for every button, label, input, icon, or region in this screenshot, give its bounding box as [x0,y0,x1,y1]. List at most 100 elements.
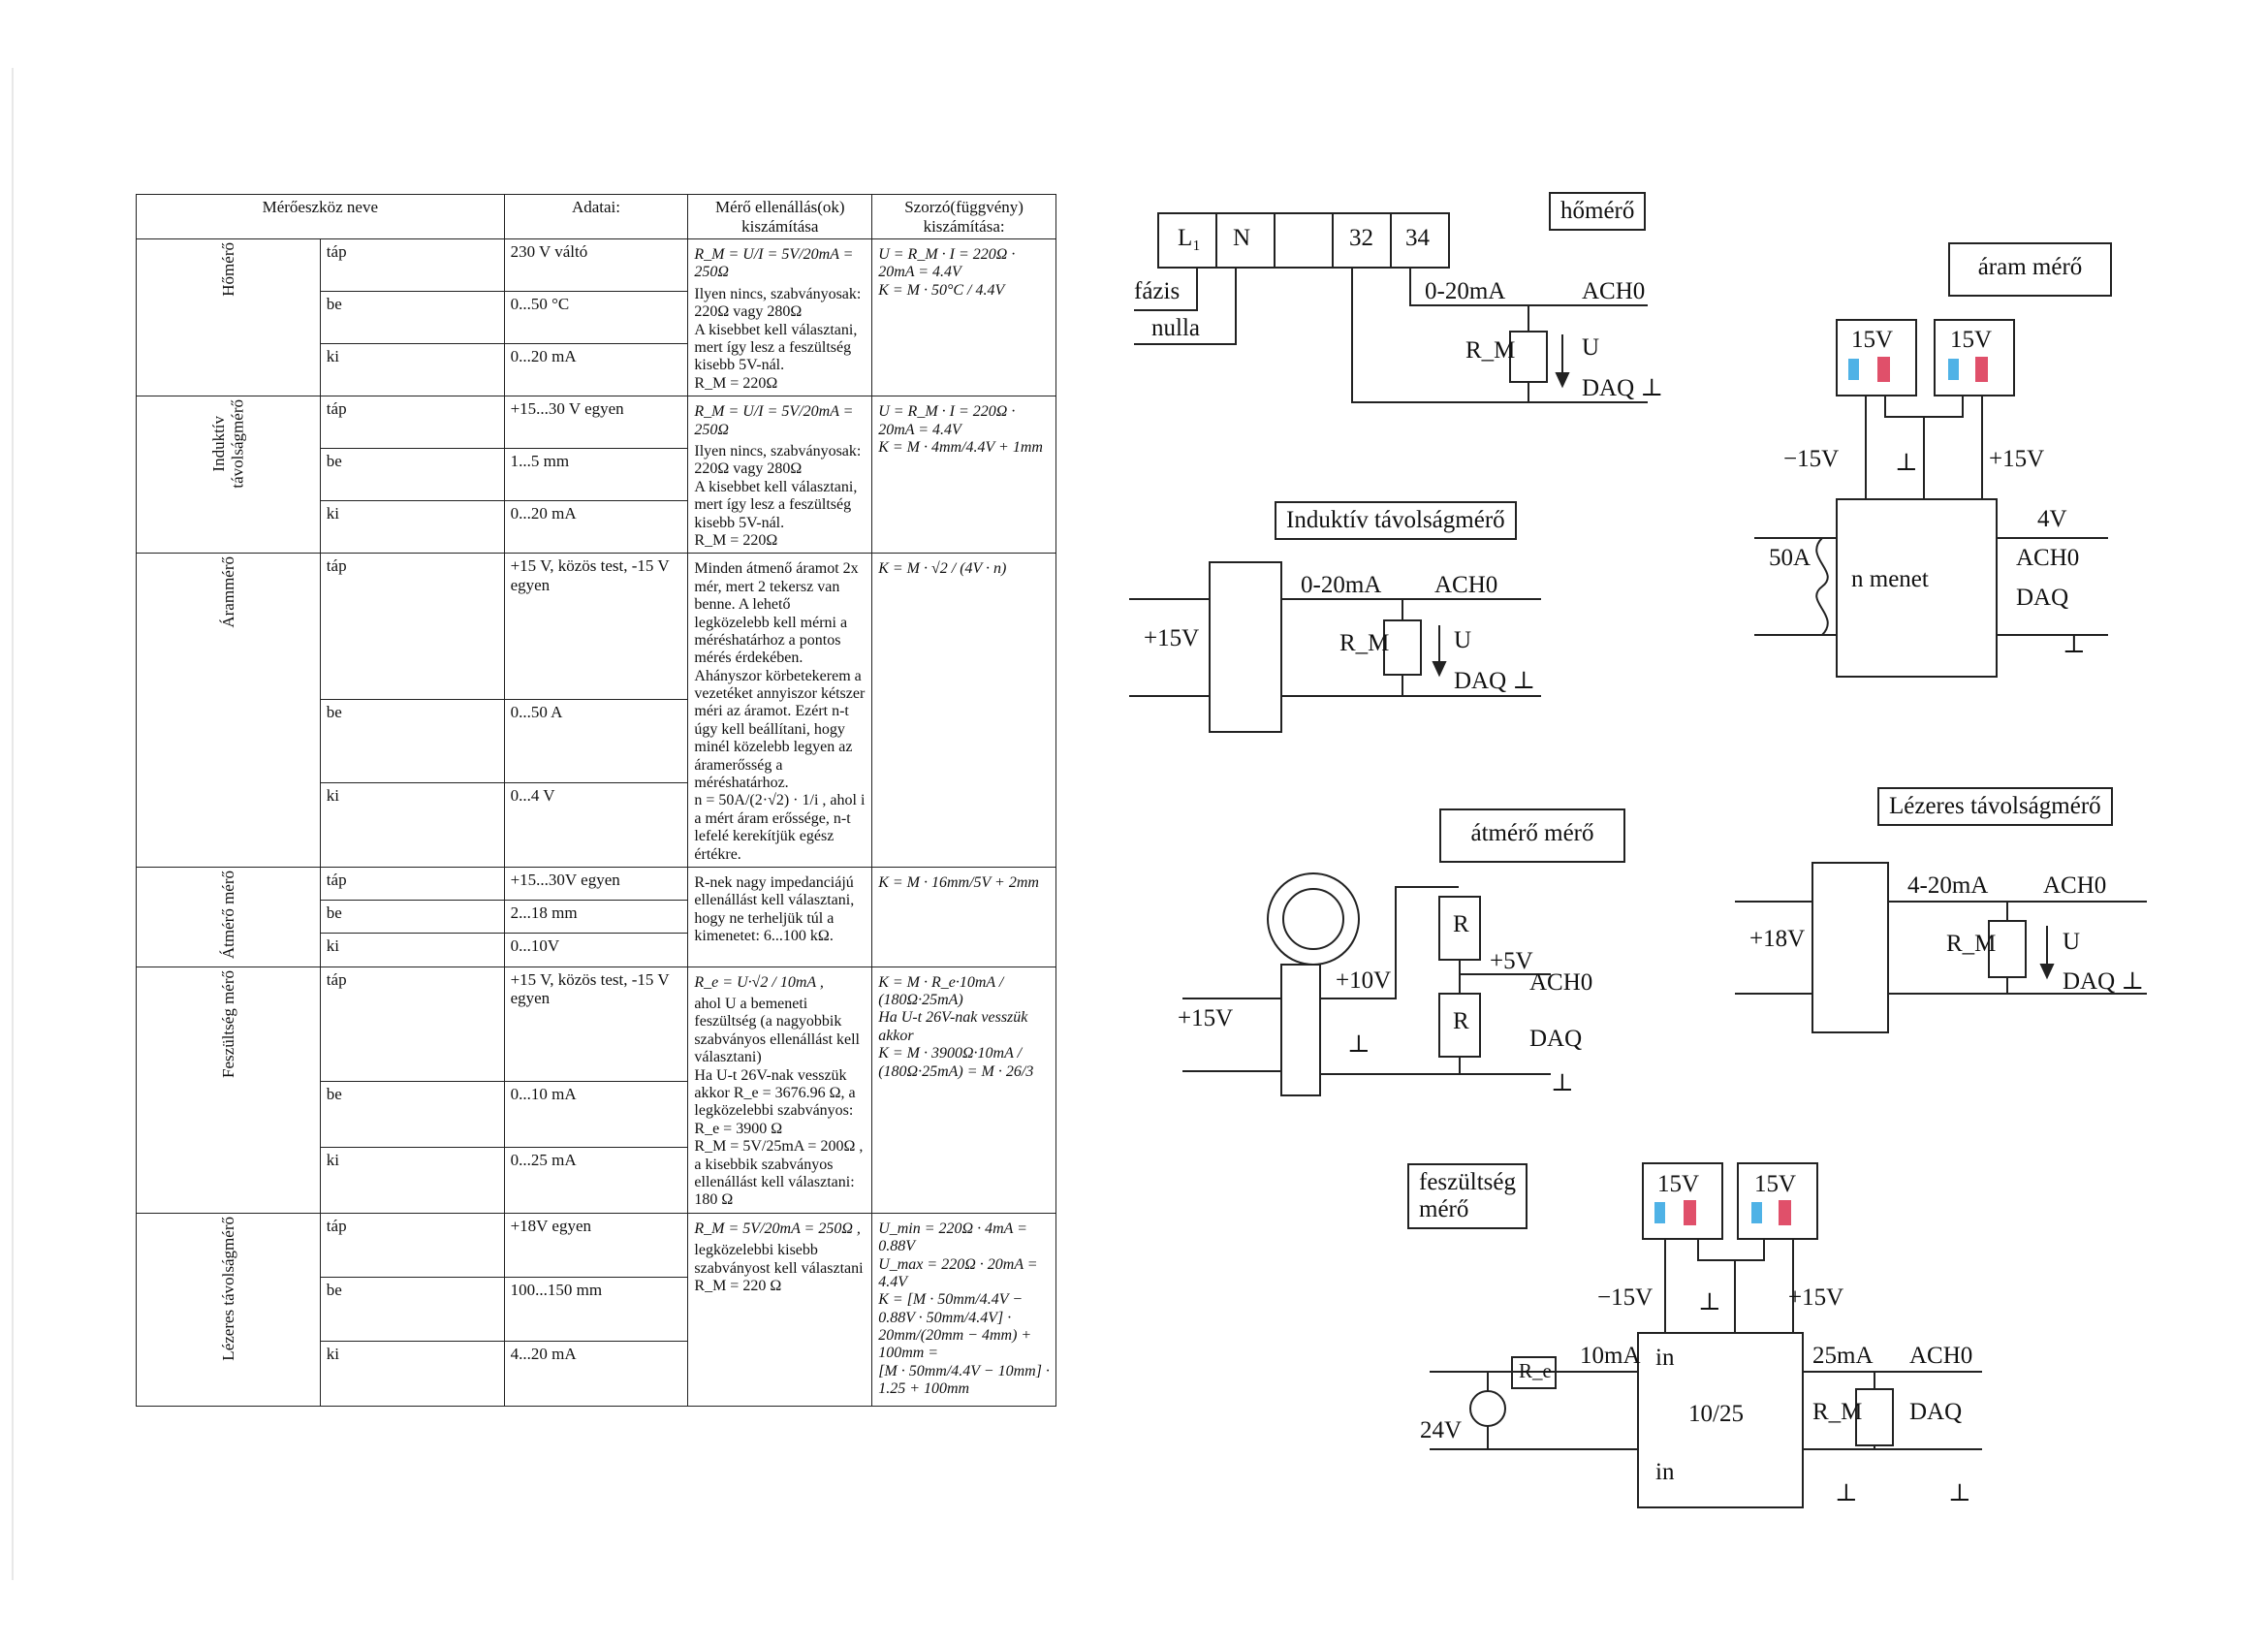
induktiv-daq: DAQ ⊥ [1454,668,1535,694]
io-type: ki [319,343,505,397]
multiplier-cell: U = R_M · I = 220Ω · 20mA = 4.4V K = M ·… [871,396,1056,555]
io-type: ki [319,933,505,967]
resistor-calc-cell: R-nek nagy impedanciájú ellenállást kell… [687,866,873,967]
aram-out3: DAQ [2016,585,2069,611]
atmero-title: átmérő mérő [1439,808,1625,863]
fesz-out-ma: 25mA [1812,1343,1874,1369]
lezer-sup: +18V [1749,926,1806,952]
fesz-neg: −15V [1597,1284,1654,1311]
lezer-title: Lézeres távolságmérő [1877,787,2113,826]
io-value: 0...10V [503,933,689,967]
aram-gnd2: ⊥ [2063,632,2086,658]
multiplier-formula: U = R_M · I = 220Ω · 20mA = 4.4V K = M ·… [878,403,1043,456]
atmero-sup: +15V [1178,1005,1234,1031]
table-header-row: Mérőeszköz neve Adatai: Mérő ellenállás(… [136,193,1056,240]
io-value: 0...20 mA [503,343,689,397]
io-type: be [319,1277,505,1343]
io-type: be [319,1080,505,1148]
device-name-cell: Lézeres távolságmérő [136,1212,321,1407]
fesz-pos: +15V [1788,1284,1844,1311]
resistor-text: Ilyen nincs, szabványosak: 220Ω vagy 280… [694,285,862,392]
resistor-calc-cell: R_e = U·√2 / 10mA ,ahol U a bemeneti fes… [687,966,873,1214]
io-type: be [319,291,505,345]
multiplier-formula: U = R_M · I = 220Ω · 20mA = 4.4V K = M ·… [878,246,1016,299]
atmero-r2: R [1453,1008,1469,1034]
induktiv-out: 0-20mA [1301,572,1382,598]
terminal-32: 32 [1349,225,1373,251]
resistor-text: Minden átmenő áramot 2x mér, mert 2 teke… [694,560,866,863]
io-type: táp [319,396,505,450]
terminal-l1: L₁ [1178,225,1201,251]
terminal-34: 34 [1405,225,1430,251]
fesz-sup1: 15V [1657,1171,1700,1197]
device-name: Induktív távolságmérő [208,399,247,489]
homero-faz: fázis [1134,278,1181,304]
io-type: ki [319,1341,505,1407]
multiplier-cell: U = R_M · I = 220Ω · 20mA = 4.4V K = M ·… [871,238,1056,397]
homero-rm: R_M [1465,337,1516,364]
lezer-daq: DAQ ⊥ [2063,968,2144,995]
device-name: Lézeres távolságmérő [218,1216,237,1361]
scan-edge [12,68,14,1580]
multiplier-cell: K = M · R_e·10mA / (180Ω·25mA) Ha U-t 26… [871,966,1056,1214]
io-value: +15...30 V egyen [503,396,689,450]
resistor-calc-cell: R_M = 5V/20mA = 250Ω ,legközelebbi kiseb… [687,1212,873,1407]
fesz-in-ma: 10mA [1580,1343,1641,1369]
header-multiplier: Szorzó(függvény) kiszámítása: [871,193,1056,240]
induktiv-ach: ACH0 [1434,572,1498,598]
table-row: Induktív távolságmérő táp+15...30 V egyen… [136,396,1056,555]
fesz-rm: R_M [1812,1399,1863,1425]
homero-title: hőmérő [1549,192,1647,231]
induktiv-title: Induktív távolságmérő [1275,501,1517,540]
resistor-formula: R_e = U·√2 / 10mA , [694,973,824,991]
io-value: 1...5 mm [503,448,689,502]
io-type: táp [319,1212,505,1279]
aram-neg: −15V [1783,446,1840,472]
fesz-gnd: ⊥ [1698,1289,1721,1315]
device-name: Hőmérő [218,242,237,297]
multiplier-formula: K = M · R_e·10mA / (180Ω·25mA) Ha U-t 26… [878,973,1034,1080]
io-value: 0...25 mA [503,1146,689,1214]
fesz-src: 24V [1420,1417,1463,1443]
aram-diagram [1754,319,2108,678]
fesz-ratio: 10/25 [1688,1401,1744,1427]
aram-out1: 4V [2037,506,2067,532]
resistor-calc-cell: R_M = U/I = 5V/20mA = 250Ω Ilyen nincs, s… [687,396,873,555]
resistor-calc-cell: Minden átmenő áramot 2x mér, mert 2 teke… [687,553,873,868]
multiplier-formula: K = M · 16mm/5V + 2mm [878,873,1039,891]
io-value: 2...18 mm [503,900,689,935]
resistor-text: Ilyen nincs, szabványosak: 220Ω vagy 280… [694,443,862,549]
homero-ach: ACH0 [1582,278,1646,304]
atmero-gnd1: ⊥ [1347,1031,1370,1058]
fesz-gnd3: ⊥ [1948,1480,1971,1506]
device-name-cell: Feszültség mérő [136,966,321,1214]
fesz-ach: ACH0 [1909,1343,1973,1369]
device-name: Árammérő [218,556,237,628]
fesz-gnd2: ⊥ [1835,1480,1858,1506]
atmero-ach: ACH0 [1529,969,1593,996]
induktiv-sup: +15V [1144,625,1200,651]
multiplier-cell: K = M · 16mm/5V + 2mm [871,866,1056,967]
aram-out2: ACH0 [2016,545,2080,571]
io-type: ki [319,500,505,555]
terminal-n: N [1233,225,1251,251]
resistor-formula: R_M = U/I = 5V/20mA = 250Ω [694,403,854,438]
measurement-table: Mérőeszköz neve Adatai: Mérő ellenállás(… [136,193,1056,1407]
io-type: táp [319,866,505,902]
io-value: +18V egyen [503,1212,689,1279]
io-type: ki [319,782,505,868]
fesz-sup2: 15V [1754,1171,1797,1197]
aram-title: áram mérő [1948,242,2112,297]
aram-in: 50A [1769,545,1811,571]
io-value: 0...50 A [503,698,689,784]
